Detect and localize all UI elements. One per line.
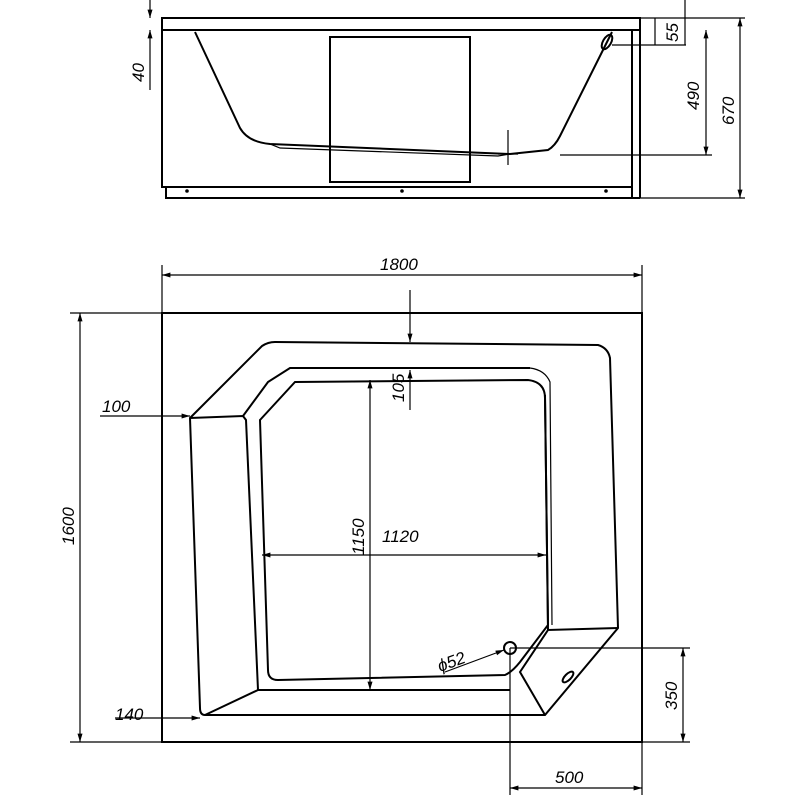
side-view: 40 55 490 670 <box>129 0 745 199</box>
dim-drain-y: 350 <box>662 681 681 710</box>
dim-width: 1600 <box>59 507 78 545</box>
dim-drain-diameter: ϕ52 <box>435 648 469 676</box>
dim-depth: 490 <box>684 81 703 110</box>
dim-top-offset: 105 <box>389 373 408 402</box>
dim-length: 1800 <box>380 255 418 274</box>
side-body <box>161 29 633 188</box>
access-panel <box>329 36 471 183</box>
dim-left-offset: 100 <box>102 397 131 416</box>
dim-rim: 40 <box>129 63 148 82</box>
dim-inner-length: 1150 <box>349 518 368 555</box>
tub-rim-outline <box>188 340 620 716</box>
dim-drain-x: 500 <box>555 768 584 787</box>
dim-overflow: 55 <box>663 23 682 42</box>
tub-profile <box>194 31 613 156</box>
tub-basin <box>258 378 550 682</box>
plan-view: 1800 1600 1150 1120 105 100 140 ϕ52 350 … <box>59 255 690 795</box>
dim-bottom-offset: 140 <box>115 705 144 724</box>
overflow-hole <box>600 33 614 51</box>
rim <box>161 17 641 31</box>
dim-height: 670 <box>719 96 738 125</box>
plan-outline <box>161 312 643 743</box>
dim-inner-width: 1120 <box>382 527 419 546</box>
overflow-hole <box>561 670 575 684</box>
side-base <box>165 186 633 199</box>
